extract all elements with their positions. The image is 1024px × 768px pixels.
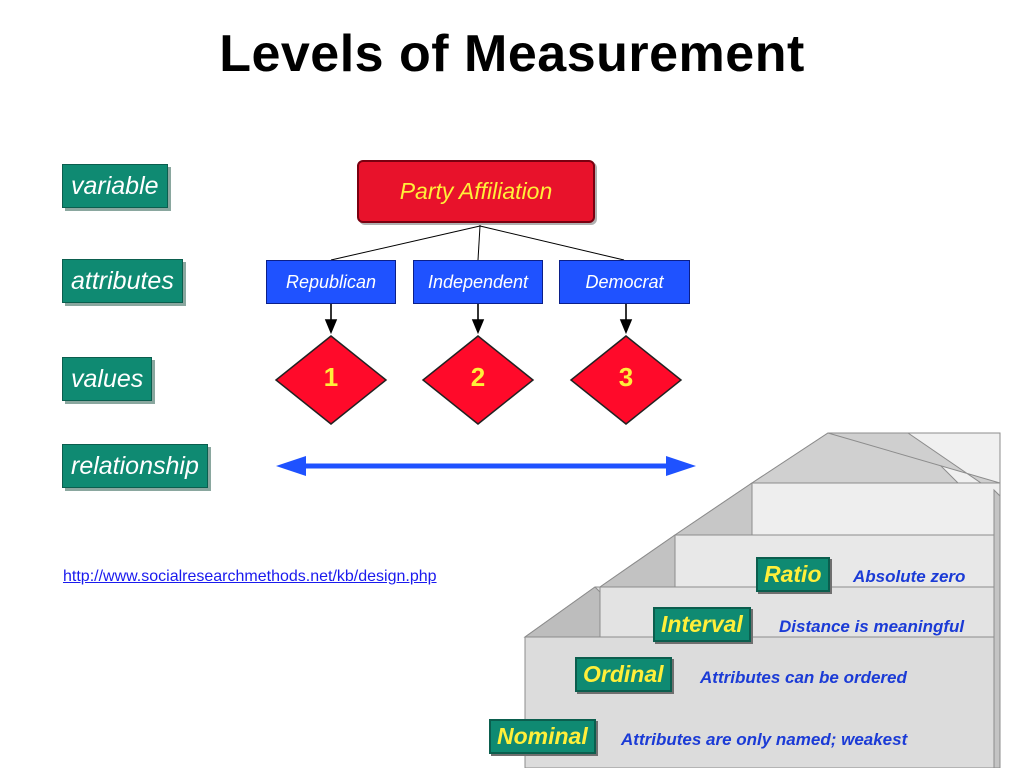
value-label-3: 3 [618, 362, 634, 392]
value-label-1: 1 [323, 362, 339, 392]
row-label-relationship: relationship [62, 444, 208, 488]
level-desc-ratio: Absolute zero [853, 567, 966, 586]
down-arrows [324, 303, 633, 335]
arrow-down-1 [324, 319, 338, 335]
connector-independent [477, 225, 481, 261]
level-desc-interval: Distance is meaningful [779, 617, 965, 636]
attribute-box-democrat: Democrat [559, 260, 690, 304]
arrow-down-3 [619, 319, 633, 335]
level-label-interval: Interval [653, 607, 751, 642]
value-diamond-2 [421, 335, 535, 425]
variable-box: Party Affiliation [357, 160, 595, 223]
connector-republican [330, 225, 481, 261]
row-label-values: values [62, 357, 153, 401]
source-link[interactable]: http://www.socialresearchmethods.net/kb/… [63, 568, 437, 585]
staircase [523, 432, 1001, 768]
level-label-ratio: Ratio [756, 557, 830, 592]
level-desc-nominal: Attributes are only named; weakest [621, 730, 908, 749]
level-desc-ordinal: Attributes can be ordered [700, 668, 907, 687]
arrow-down-2 [471, 319, 485, 335]
value-diamond-3 [569, 335, 683, 425]
attribute-box-independent: Independent [413, 260, 543, 304]
level-label-ordinal: Ordinal [575, 657, 672, 692]
row-label-variable: variable [62, 164, 168, 208]
value-label-2: 2 [470, 362, 486, 392]
connector-democrat [479, 225, 625, 261]
value-diamond-1 [274, 335, 388, 425]
attribute-box-republican: Republican [266, 260, 396, 304]
level-label-nominal: Nominal [489, 719, 596, 754]
tree-connectors [330, 220, 625, 261]
value-diamonds [274, 335, 683, 425]
slide-title: Levels of Measurement [219, 25, 805, 83]
row-label-attributes: attributes [62, 259, 183, 303]
relationship-arrow [276, 456, 696, 476]
